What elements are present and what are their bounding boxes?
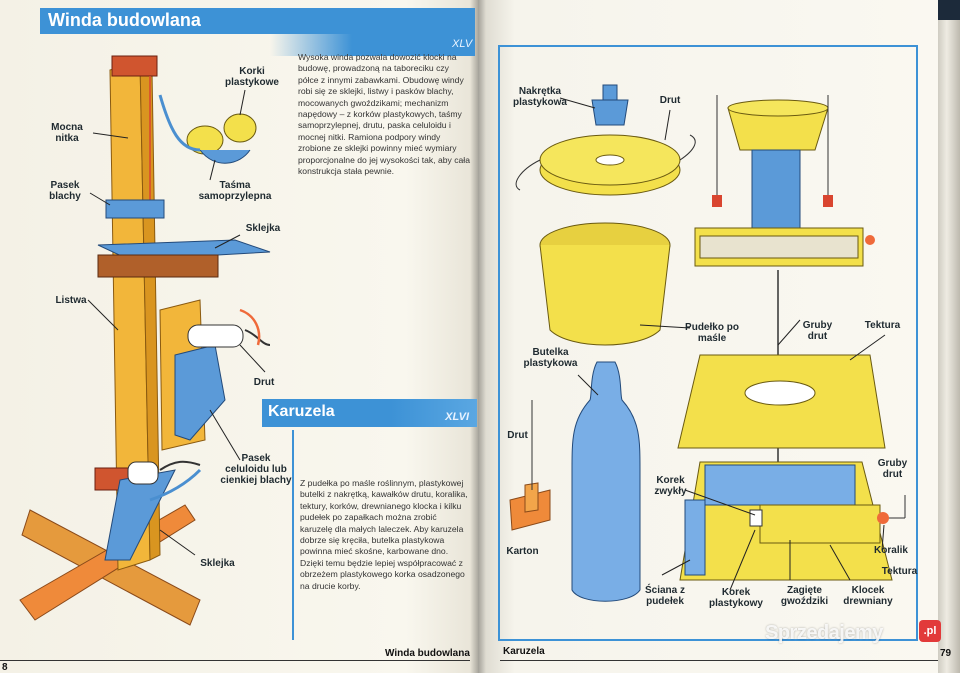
section-title-winda: Winda budowlana xyxy=(48,10,201,30)
label-pudelko: Pudełko po maśle xyxy=(685,322,739,344)
label-drut-top: Drut xyxy=(659,95,681,106)
footer-title-left: Winda budowlana xyxy=(385,648,470,659)
section-header-karuzela: Karuzela XLVI xyxy=(262,399,477,427)
page-number-left: 8 xyxy=(2,662,8,673)
right-illustration-frame xyxy=(498,45,918,641)
label-listwa: Listwa xyxy=(55,295,87,306)
section-number-winda: XLV xyxy=(452,38,473,50)
section-number-karuzela: XLVI xyxy=(445,411,469,423)
watermark-badge: .pl xyxy=(919,620,941,642)
section-divider xyxy=(292,430,294,640)
label-koralik: Koralik xyxy=(874,545,908,556)
leader-lines xyxy=(87,89,886,591)
section-header-tail xyxy=(270,34,475,56)
label-zagiete: Zagięte gwoździki xyxy=(780,585,829,607)
label-sciana: Ściana z pudełek xyxy=(644,585,686,607)
label-korki: Korki plastykowe xyxy=(225,66,279,88)
book-gutter xyxy=(470,0,486,673)
label-tektura-bottom: Tektura xyxy=(881,566,918,577)
label-nitka: Mocna nitka xyxy=(51,122,83,144)
winda-description: Wysoka winda pozwala dowozić klocki na b… xyxy=(298,52,470,177)
section-header-winda: Winda budowlana xyxy=(40,8,475,34)
label-korek-plastykowy: Korek plastykowy xyxy=(709,587,763,609)
watermark-text: Sprzedajemy xyxy=(765,622,883,644)
label-drut-left: Drut xyxy=(253,377,275,388)
label-tektura-top: Tektura xyxy=(864,320,901,331)
karuzela-description: Z pudełka po maśle roślinnym, plastykowe… xyxy=(300,478,468,591)
label-nakretka: Nakrętka plastykowa xyxy=(513,86,567,108)
label-gruby-drut-2: Gruby drut xyxy=(877,458,908,480)
page-number-right: 79 xyxy=(940,648,952,659)
section-title-karuzela: Karuzela xyxy=(268,403,335,420)
elevator-illustration xyxy=(19,55,271,626)
page-edges xyxy=(938,20,960,673)
label-sklejka-2: Sklejka xyxy=(200,558,235,569)
label-gruby-drut: Gruby drut xyxy=(802,320,833,342)
footer-title-right: Karuzela xyxy=(503,646,545,657)
label-pasek-celuloidu: Pasek celuloidu lub cienkiej blachy xyxy=(220,453,292,486)
carousel-illustration xyxy=(509,84,906,602)
footer-rule-right xyxy=(500,660,938,661)
label-pasek-blachy: Pasek blachy xyxy=(49,180,81,202)
label-tasma: Taśma samoprzylepna xyxy=(198,180,272,202)
label-drut-side: Drut xyxy=(507,430,528,441)
watermark: Sprzedajemy .pl xyxy=(765,620,945,650)
label-sklejka-1: Sklejka xyxy=(245,223,281,234)
label-klocek: Klocek drewniany xyxy=(843,585,893,607)
footer-rule-left xyxy=(0,660,470,661)
label-butelka: Butelka plastykowa xyxy=(523,347,578,369)
label-korek-zwykly: Korek zwykły xyxy=(654,475,687,497)
label-karton: Karton xyxy=(506,546,539,557)
